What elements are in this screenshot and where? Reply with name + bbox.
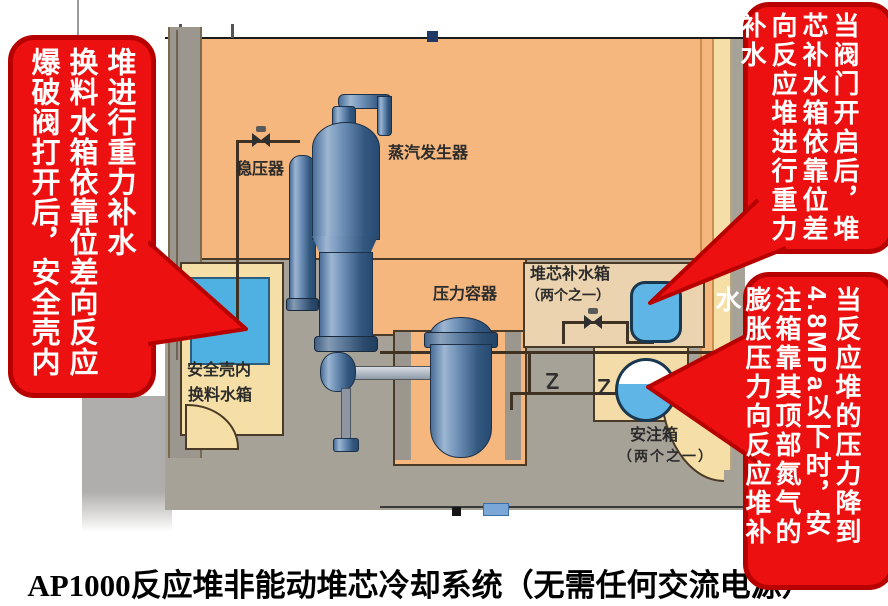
pipe xyxy=(380,351,718,354)
reactor-coolant-pump xyxy=(320,352,356,392)
steam-generator-flange xyxy=(314,336,378,352)
callout-left-text: 爆破阀打开后，安全壳内换料水箱依靠位差向反应堆进行重力补水 xyxy=(27,47,135,377)
label-accumulator-note: （两个之一） xyxy=(618,450,714,465)
callout-top-right-pointer xyxy=(648,198,787,305)
callout-top-right-bubble xyxy=(743,2,888,254)
callout-top-right-text: 当阀门开启后，堆芯补水箱依靠位差向反应堆进行重力补水 xyxy=(737,12,860,244)
valve-cap xyxy=(256,126,266,132)
sg-steam-pipe xyxy=(377,96,392,136)
valve-icon xyxy=(252,133,270,147)
wall-tick xyxy=(231,24,234,38)
callout-bottom-right-pointer xyxy=(646,328,759,464)
pipe xyxy=(236,140,239,320)
check-valve-icon xyxy=(545,372,561,390)
label-pressure-vessel: 压力容器 xyxy=(433,286,498,303)
selection-handle xyxy=(427,31,438,42)
pit-wall-left xyxy=(395,332,411,460)
check-valve-icon xyxy=(597,378,613,396)
pipe xyxy=(510,392,513,410)
pit-wall-right xyxy=(505,332,521,460)
pipe xyxy=(562,321,565,344)
small-marker-blue xyxy=(483,503,509,516)
coolant-loop-pipe xyxy=(352,366,432,380)
label-irwst-line1: 安全壳内 xyxy=(187,362,252,379)
pipe xyxy=(626,321,629,343)
label-steam-generator: 蒸汽发生器 xyxy=(388,145,469,162)
callout-bottom-right-text: 当反应堆的压力降到4.8MPa以下时，安注箱靠其顶部氮气的膨胀压力向反应堆补水 xyxy=(712,286,862,547)
callout-left-bubble xyxy=(8,35,156,398)
label-irwst-line2: 换料水箱 xyxy=(188,387,253,404)
label-core-makeup-tank: 堆芯补水箱 xyxy=(530,266,611,283)
pressurizer-flange xyxy=(286,298,319,311)
pipe xyxy=(626,341,654,344)
support-foot xyxy=(333,438,359,452)
floor-edge-line xyxy=(380,506,745,508)
steam-generator-lower xyxy=(319,252,373,340)
support-leg xyxy=(341,388,351,442)
callout-left-stem xyxy=(77,0,79,36)
slide-caption: AP1000反应堆非能动堆芯冷却系统（无需任何交流电源） xyxy=(27,568,813,603)
label-core-makeup-tank-note: （两个之一） xyxy=(526,289,610,304)
valve-cap xyxy=(588,308,598,314)
core-makeup-tank xyxy=(630,281,682,343)
containment-interior xyxy=(168,39,745,258)
containment-top-edge xyxy=(165,20,745,39)
steam-generator-taper xyxy=(312,236,378,254)
label-pressurizer: 稳压器 xyxy=(236,161,285,178)
small-marker xyxy=(452,507,461,516)
left-wall-line xyxy=(176,30,178,360)
callout-bottom-right-bubble xyxy=(743,272,888,590)
callout-left-pointer xyxy=(148,240,248,346)
pipe xyxy=(528,352,531,394)
steam-generator-vessel xyxy=(312,122,380,240)
pipe xyxy=(510,392,618,395)
label-accumulator: 安注箱 xyxy=(630,427,679,444)
reactor-vessel xyxy=(430,344,492,458)
valve-icon xyxy=(584,315,602,329)
callout-drop-shadow xyxy=(82,396,172,532)
